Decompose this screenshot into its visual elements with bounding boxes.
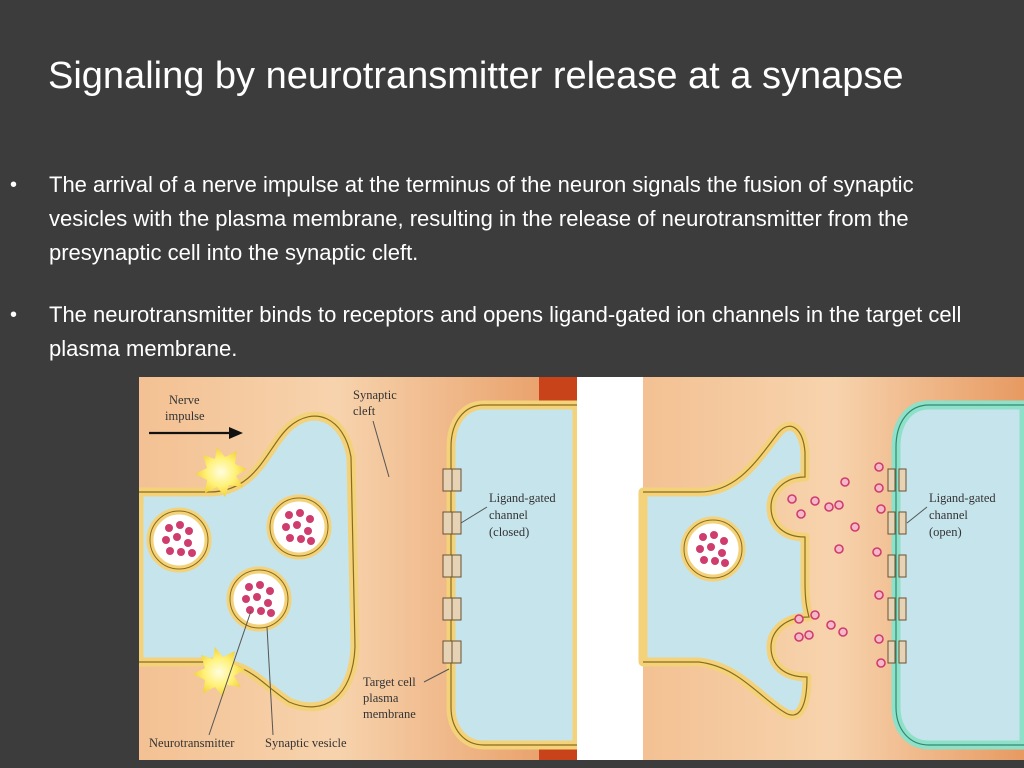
label-synaptic-cleft: Synaptic cleft <box>353 388 397 478</box>
impulse-flash-bottom <box>193 647 245 697</box>
label-impulse: impulse <box>165 409 205 423</box>
released-neurotransmitter <box>787 462 886 668</box>
vesicle <box>680 516 746 582</box>
impulse-arrow <box>149 427 243 439</box>
label-membrane: membrane <box>363 707 416 721</box>
label-open: (open) <box>929 525 962 539</box>
label-target-membrane: Target cell plasma membrane <box>363 668 450 721</box>
panel-gap <box>577 377 643 760</box>
bullet-item: • The neurotransmitter binds to receptor… <box>0 298 984 366</box>
label-channel-open: Ligand-gated channel (open) <box>906 491 996 539</box>
bullet-glyph: • <box>10 304 18 326</box>
left-panel: Nerve impulse Synaptic cleft Ligand-gate… <box>139 377 582 760</box>
label-nerve-impulse: Nerve impulse <box>165 393 205 423</box>
label-closed: (closed) <box>489 525 529 539</box>
label-ligand-gated: Ligand-gated <box>929 491 996 505</box>
bullet-glyph: • <box>10 174 18 196</box>
label-channel-closed: Ligand-gated channel (closed) <box>460 491 556 539</box>
label-channel: channel <box>489 508 528 522</box>
bullet-text: The arrival of a nerve impulse at the te… <box>49 172 914 265</box>
label-target-cell: Target cell <box>363 675 416 689</box>
label-synaptic-vesicle: Synaptic vesicle <box>265 736 347 750</box>
slide-title: Signaling by neurotransmitter release at… <box>48 55 904 97</box>
closed-channels <box>442 468 462 664</box>
synapse-figure: Nerve impulse Synaptic cleft Ligand-gate… <box>139 377 1024 760</box>
vesicle <box>266 494 332 560</box>
vesicle <box>226 566 292 632</box>
target-cell-open <box>891 400 1024 750</box>
bullet-list: • The arrival of a nerve impulse at the … <box>0 168 1024 394</box>
bullet-text: The neurotransmitter binds to receptors … <box>49 302 962 361</box>
leader-neurotransmitter <box>208 610 252 736</box>
synaptic-vesicles <box>146 494 332 632</box>
bullet-item: • The arrival of a nerve impulse at the … <box>0 168 984 270</box>
impulse-flash-top <box>195 447 247 497</box>
label-cleft: cleft <box>353 404 376 418</box>
synapse-diagram-svg: Nerve impulse Synaptic cleft Ligand-gate… <box>139 377 1024 760</box>
right-panel: Ligand-gated channel (open) <box>638 377 1024 760</box>
vesicle <box>146 507 212 573</box>
target-cell <box>446 400 582 750</box>
open-channels <box>887 468 907 664</box>
label-channel: channel <box>929 508 968 522</box>
label-synaptic: Synaptic <box>353 388 397 402</box>
label-ligand-gated: Ligand-gated <box>489 491 556 505</box>
leader-synaptic-vesicle <box>266 626 274 736</box>
label-nerve: Nerve <box>169 393 200 407</box>
label-neurotransmitter: Neurotransmitter <box>149 736 235 750</box>
label-plasma: plasma <box>363 691 399 705</box>
